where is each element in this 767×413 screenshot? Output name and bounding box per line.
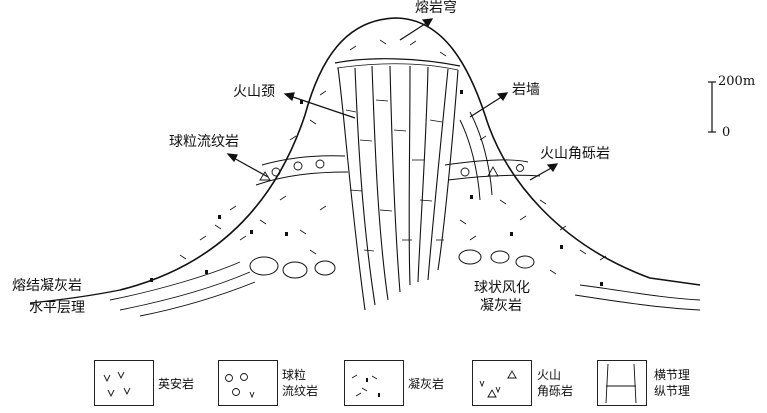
legend-label-breccia-2: 角砾岩 [537, 384, 573, 398]
legend-label-spherulitic-2: 流纹岩 [282, 384, 318, 398]
label-spheroidal-weathering-2: 凝灰岩 [480, 298, 522, 314]
legend-label-breccia-1: 火山 [537, 368, 561, 382]
legend-label-andesite: 英安岩 [158, 377, 194, 391]
label-volcanic-neck: 火山颈 [233, 84, 275, 100]
label-dike: 岩墙 [512, 82, 540, 98]
legend-label-joints-1: 横节理 [654, 368, 690, 382]
welded-tuff-layers [110, 262, 700, 316]
legend-swatch-joints [597, 360, 647, 406]
label-horizontal-bedding: 水平层理 [29, 300, 85, 316]
legend-label-tuff: 凝灰岩 [408, 377, 444, 391]
label-lava-dome: 熔岩穹 [415, 0, 457, 16]
scale-top-label: 200m [718, 74, 755, 89]
legend-swatch-andesite [94, 360, 154, 406]
dike [460, 120, 480, 200]
label-welded-tuff: 熔结凝灰岩 [12, 278, 82, 294]
legend-swatch-tuff [344, 360, 404, 406]
scale-bar [708, 82, 716, 132]
lava-dome [335, 59, 460, 66]
legend-swatch-spherulitic-rhyolite [218, 360, 278, 406]
label-volcanic-breccia: 火山角砾岩 [540, 146, 610, 162]
legend-label-spherulitic-1: 球粒 [282, 368, 306, 382]
legend-swatch-breccia [472, 360, 532, 406]
legend-label-joints-2: 纵节理 [654, 384, 690, 398]
spheroidal-weathering [250, 250, 534, 278]
label-spheroidal-weathering-1: 球状风化 [474, 280, 530, 296]
label-spherulitic-rhyolite: 球粒流纹岩 [169, 134, 239, 150]
scale-bottom-label: 0 [722, 125, 730, 140]
volcanic-neck [338, 66, 458, 310]
